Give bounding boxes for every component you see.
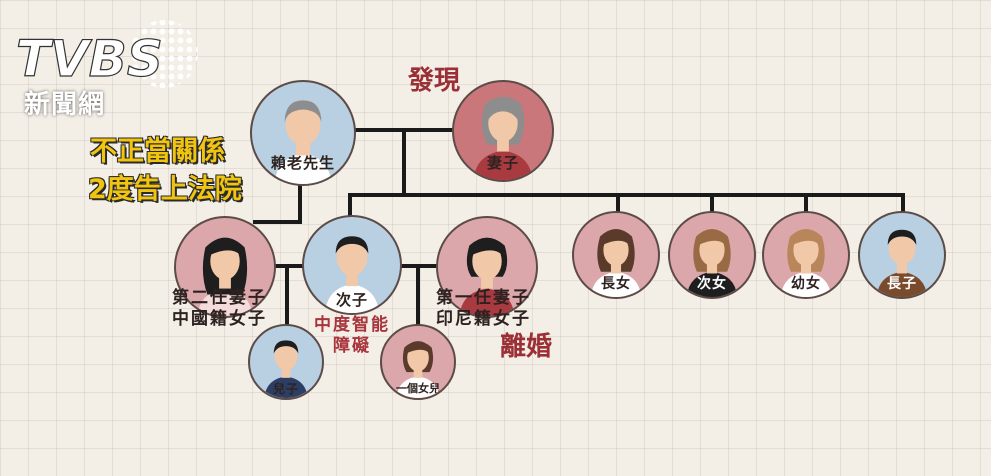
discovered-annotation: 發現 bbox=[408, 66, 461, 96]
first-wife-caption: 第一任妻子 印尼籍女子 bbox=[436, 288, 531, 330]
woman-icon bbox=[197, 237, 253, 316]
node-wife: 妻子 bbox=[452, 80, 554, 182]
relation-annotation-line1: 不正當關係 bbox=[90, 136, 225, 167]
node-son: 兒子 bbox=[248, 324, 324, 400]
node-eldest-son: 長子 bbox=[858, 211, 946, 299]
node-second-son: 次子 bbox=[302, 215, 402, 315]
node-second-daughter: 次女 bbox=[668, 211, 756, 299]
elderly-woman-icon bbox=[473, 96, 533, 180]
tvbs-sub-text: 新聞網 bbox=[24, 90, 106, 120]
node-daughter-label: 一個女兒 bbox=[396, 382, 440, 395]
tvbs-logo-mark: TVBS bbox=[15, 20, 198, 88]
tvbs-brand-text: TVBS bbox=[16, 30, 163, 88]
elderly-man-icon bbox=[274, 100, 332, 184]
woman-icon bbox=[459, 237, 515, 316]
node-lai: 賴老先生 bbox=[250, 80, 356, 186]
node-wife-label: 妻子 bbox=[486, 154, 519, 172]
disability-caption-line1: 中度智能 bbox=[314, 315, 390, 335]
node-lai-label: 賴老先生 bbox=[270, 154, 335, 172]
second-wife-caption-line2: 中國籍女子 bbox=[172, 309, 267, 329]
node-son-label: 兒子 bbox=[272, 382, 299, 396]
node-second-daughter-label: 次女 bbox=[697, 276, 727, 292]
relation-annotation-line2: 2度告上法院 bbox=[88, 174, 242, 205]
girl-icon bbox=[396, 341, 440, 398]
node-eldest-son-label: 長子 bbox=[887, 276, 917, 292]
node-eldest-daughter: 長女 bbox=[572, 211, 660, 299]
node-daughter: 一個女兒 bbox=[380, 324, 456, 400]
node-youngest-daughter-label: 幼女 bbox=[791, 276, 821, 292]
disability-caption: 中度智能 障礙 bbox=[306, 315, 398, 357]
woman-icon bbox=[686, 228, 738, 297]
first-wife-caption-line2: 印尼籍女子 bbox=[436, 309, 531, 329]
disability-caption-line2: 障礙 bbox=[333, 336, 371, 356]
node-eldest-daughter-label: 長女 bbox=[601, 276, 631, 292]
node-second-wife bbox=[174, 216, 276, 318]
woman-icon bbox=[780, 228, 832, 297]
tvbs-logo: TVBS 新聞網 bbox=[14, 18, 204, 120]
node-second-son-label: 次子 bbox=[335, 291, 368, 309]
node-first-wife bbox=[436, 216, 538, 318]
second-wife-caption: 第二任妻子 中國籍女子 bbox=[172, 288, 267, 330]
divorce-annotation: 離婚 bbox=[500, 332, 553, 362]
woman-icon bbox=[590, 228, 642, 297]
node-youngest-daughter: 幼女 bbox=[762, 211, 850, 299]
man-icon bbox=[325, 236, 379, 313]
first-wife-caption-line1: 第一任妻子 bbox=[436, 288, 531, 308]
man-icon bbox=[876, 229, 928, 297]
boy-icon bbox=[264, 340, 308, 398]
second-wife-caption-line1: 第二任妻子 bbox=[172, 288, 267, 308]
